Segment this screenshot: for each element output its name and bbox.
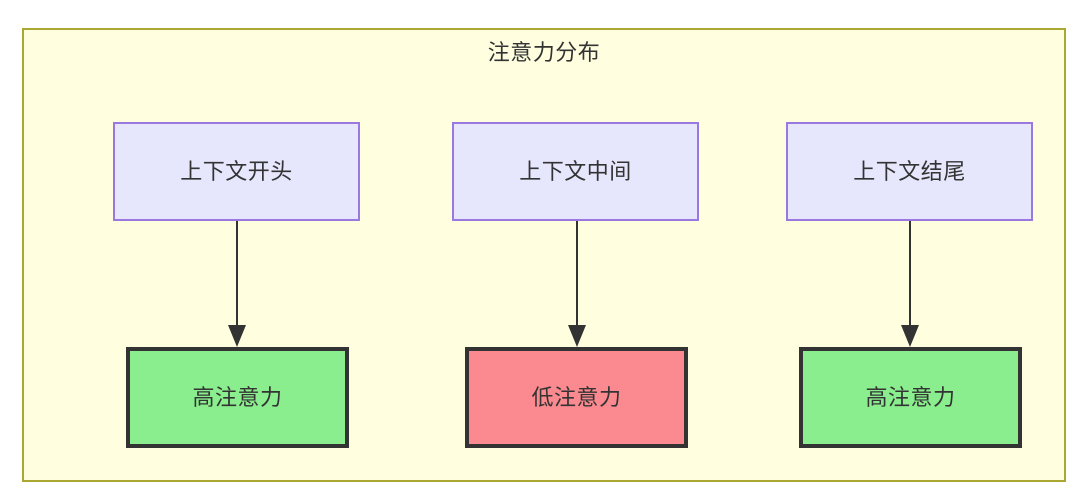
node-context-middle[interactable]: 上下文中间 xyxy=(452,122,699,221)
node-label: 上下文结尾 xyxy=(853,158,966,184)
arrow-head-icon xyxy=(228,325,246,347)
node-label: 上下文开头 xyxy=(180,158,293,184)
node-context-end[interactable]: 上下文结尾 xyxy=(786,122,1033,221)
arrow-head-icon xyxy=(568,325,586,347)
edge-context-middle-to-low-attention xyxy=(565,221,589,349)
node-low-attention-middle[interactable]: 低注意力 xyxy=(465,347,688,448)
node-label: 上下文中间 xyxy=(519,158,632,184)
node-label: 低注意力 xyxy=(531,384,622,410)
node-label: 高注意力 xyxy=(865,384,956,410)
arrow-head-icon xyxy=(901,325,919,347)
edge-context-end-to-high-attention xyxy=(898,221,922,349)
node-label: 高注意力 xyxy=(192,384,283,410)
node-context-start[interactable]: 上下文开头 xyxy=(113,122,360,221)
attention-distribution-subgraph: 注意力分布 上下文开头 上下文中间 上下文结尾 xyxy=(22,28,1066,482)
node-high-attention-end[interactable]: 高注意力 xyxy=(799,347,1022,448)
subgraph-title: 注意力分布 xyxy=(487,40,601,65)
node-high-attention-start[interactable]: 高注意力 xyxy=(126,347,349,448)
edge-context-start-to-high-attention xyxy=(225,221,249,349)
